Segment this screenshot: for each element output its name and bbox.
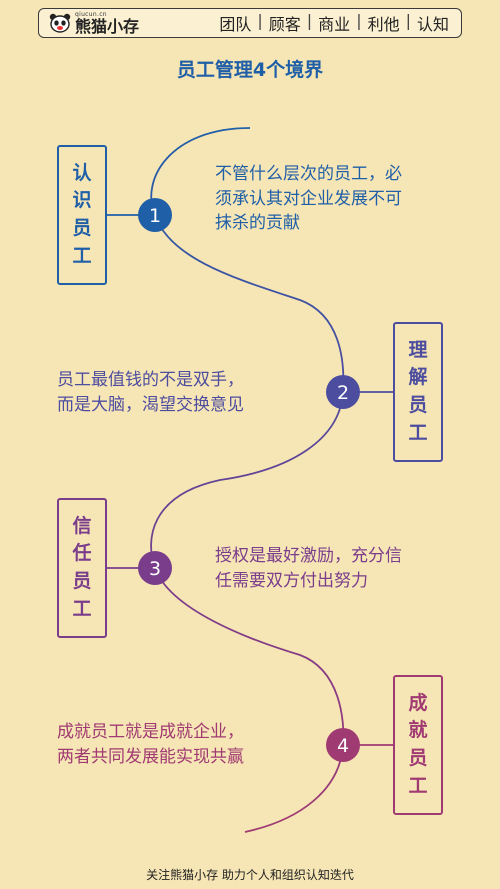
stage-4-char: 成: [408, 691, 428, 714]
stage-2-char: 理: [408, 338, 428, 361]
stage-1-char: 识: [72, 189, 92, 212]
desc-line: 两者共同发展能实现共赢: [57, 746, 244, 767]
stage-2-char: 解: [408, 366, 428, 389]
stage-1-circle: [138, 198, 172, 232]
stage-4-description: 成就员工就是成就企业， 两者共同发展能实现共赢: [57, 720, 244, 769]
stage-1-label-box: 认 识 员 工: [57, 145, 107, 285]
footer-slogan: 关注熊猫小存 助力个人和组织认知迭代: [146, 868, 354, 882]
logo-domain: qiucun.cn: [75, 10, 107, 18]
nav-separator: |: [356, 11, 362, 30]
logo[interactable]: qiucun.cn 熊猫小存: [49, 10, 140, 36]
header-bar: qiucun.cn 熊猫小存 团队 | 顾客 | 商业 | 利他 | 认知: [38, 8, 462, 38]
stage-4-char: 工: [408, 774, 428, 797]
stage-3-circle: [138, 551, 172, 585]
nav-item-altruism[interactable]: 利他: [367, 15, 400, 34]
nav-separator: |: [405, 11, 411, 30]
desc-line: 员工最值钱的不是双手，: [57, 370, 244, 390]
nav-separator: |: [306, 11, 313, 30]
stage-3-number: 3: [149, 558, 161, 580]
stage-4-label-box: 成 就 员 工: [393, 675, 443, 815]
nav-item-business[interactable]: 商业: [318, 15, 351, 34]
stage-2-char: 员: [408, 394, 428, 416]
nav-menu: 团队 | 顾客 | 商业 | 利他 | 认知: [219, 11, 449, 35]
nav-item-cognition[interactable]: 认知: [416, 15, 449, 34]
nav-item-team[interactable]: 团队: [219, 15, 252, 34]
stage-2-number: 2: [337, 382, 349, 404]
desc-line: 成就员工就是成就企业，: [57, 722, 244, 742]
stage-4-number: 4: [337, 735, 349, 757]
desc-line: 任需要双方付出努力: [215, 570, 368, 591]
stage-1-description: 不管什么层次的员工，必 须承认其对企业发展不可 抹杀的贡献: [215, 162, 402, 236]
stage-3-char: 信: [72, 514, 92, 537]
stage-2-circle: [326, 375, 360, 409]
stage-4-char: 员: [408, 747, 428, 769]
stage-3-label-box: 信 任 员 工: [57, 498, 107, 638]
stage-1-char: 认: [72, 161, 92, 184]
stage-1-char: 员: [72, 217, 92, 239]
stage-3-char: 工: [72, 597, 92, 620]
desc-line: 须承认其对企业发展不可: [215, 188, 402, 209]
stage-3-char: 任: [72, 542, 92, 565]
stage-3-description: 授权是最好激励，充分信 任需要双方付出努力: [215, 544, 402, 593]
stage-2-label-box: 理 解 员 工: [393, 322, 443, 462]
stage-3-char: 员: [72, 570, 92, 592]
desc-line: 抹杀的贡献: [215, 213, 300, 234]
stage-1-number: 1: [149, 205, 161, 227]
desc-line: 不管什么层次的员工，必: [215, 164, 402, 184]
desc-line: 而是大脑，渴望交换意见: [57, 394, 244, 415]
page-title: 员工管理4个境界: [176, 59, 324, 81]
flow-path: [150, 127, 345, 833]
desc-line: 授权是最好激励，充分信: [215, 546, 402, 566]
nav-item-customer[interactable]: 顾客: [268, 15, 301, 34]
stage-4-char: 就: [408, 719, 428, 742]
stage-4-circle: [326, 728, 360, 762]
stage-2-description: 员工最值钱的不是双手， 而是大脑，渴望交换意见: [57, 368, 244, 417]
stage-1-char: 工: [72, 244, 92, 267]
logo-name: 熊猫小存: [75, 16, 140, 36]
stage-2-char: 工: [408, 421, 428, 444]
nav-separator: |: [257, 11, 263, 30]
panda-icon: [49, 13, 71, 33]
